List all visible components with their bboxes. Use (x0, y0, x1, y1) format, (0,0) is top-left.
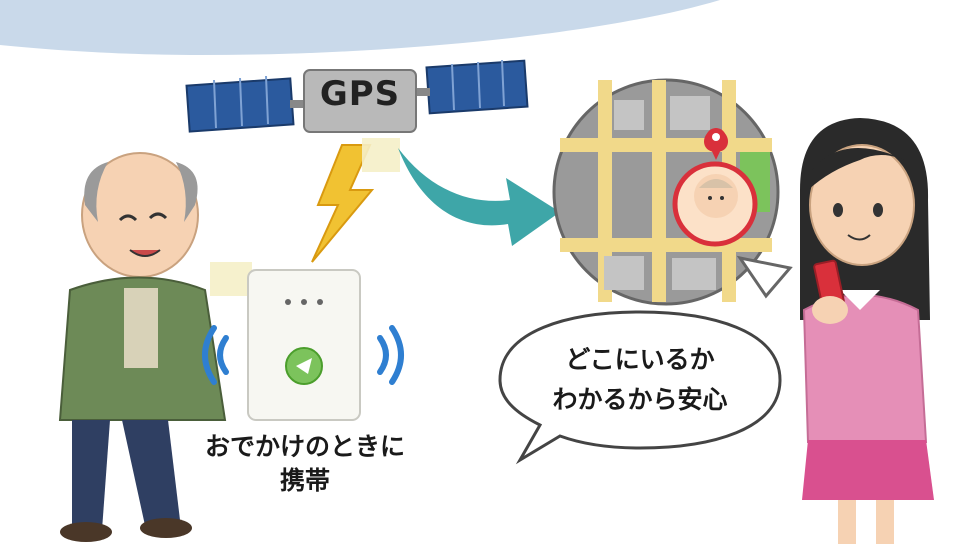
signal-left-icon (202, 325, 229, 385)
device-caption-line1: おでかけのときに (204, 432, 405, 461)
device-caption: おでかけのときに 携帯 (190, 430, 420, 498)
woman-figure (800, 118, 934, 544)
arrow-icon (398, 148, 560, 246)
signal-right-icon (377, 325, 404, 385)
gps-label: GPS (319, 74, 401, 114)
gps-satellite-icon (185, 59, 529, 133)
elderly-man-figure (58, 152, 227, 542)
speech-bubble-text: どこにいるか わかるから安心 (520, 340, 760, 420)
device-caption-line2: 携帯 (279, 466, 330, 495)
top-banner (0, 0, 720, 55)
speech-bubble-line1: どこにいるか (565, 345, 715, 374)
map-magnifier (552, 78, 793, 306)
speech-bubble (498, 310, 782, 465)
gps-device-icon (247, 269, 361, 421)
location-pin-icon (704, 128, 728, 160)
speech-bubble-line2: わかるから安心 (552, 385, 728, 414)
